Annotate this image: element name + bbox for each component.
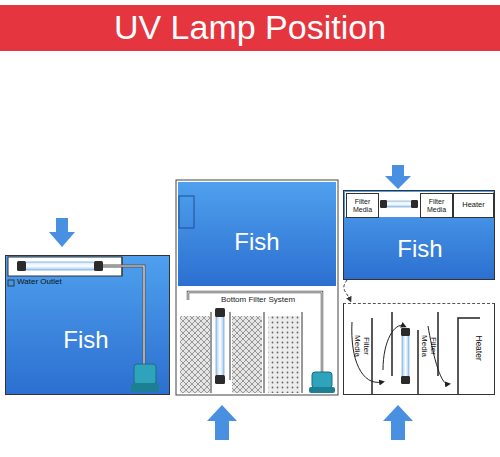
vertical-label: Filter Media [352, 331, 370, 361]
tank-label: Fish [234, 229, 279, 255]
tank: Fish [178, 182, 336, 286]
baffle [371, 318, 373, 395]
uv-lamp [216, 315, 224, 377]
position-arrow [385, 165, 411, 189]
filter-sponge [232, 316, 262, 393]
pipe [103, 266, 144, 366]
tank: Fish Filter Media Filter Media Heater [343, 190, 495, 280]
tank-label: Fish [63, 327, 108, 353]
uv-lamp [385, 201, 413, 207]
tank-water [178, 182, 336, 286]
flow-connector [344, 280, 351, 302]
sump: Filter Media Filter Media Heater [343, 303, 495, 395]
pump-base [309, 387, 335, 393]
position-arrow [207, 405, 237, 440]
filter-region: Bottom Filter System [178, 287, 336, 394]
divider [264, 312, 265, 393]
divider [302, 312, 303, 393]
tank-water [343, 190, 495, 280]
uv-lamp [24, 262, 96, 270]
water-outlet [8, 280, 14, 286]
compartment-label: Heater [455, 201, 492, 209]
pipe-core [103, 266, 144, 366]
flow-arrow [428, 326, 448, 384]
heater-compartment: Heater [453, 193, 494, 218]
flow-arrow [352, 322, 382, 382]
tank-water [5, 255, 170, 395]
lamp-cap [215, 375, 225, 384]
lamp-cap [411, 200, 418, 208]
overflow-box [179, 196, 194, 228]
media-compartment: Filter Media [346, 193, 379, 218]
media-compartment: Filter Media [420, 193, 453, 218]
top-filter-strip [345, 192, 493, 217]
baffle [391, 312, 393, 376]
lamp-cap [401, 328, 410, 336]
lamp-cap [380, 200, 387, 208]
filter-sponge [180, 316, 210, 393]
part-label: Water Outlet [17, 278, 62, 287]
uv-lamp [402, 334, 409, 378]
filter-media [268, 316, 300, 393]
flow-arrow [383, 325, 404, 370]
lamp-cap [401, 376, 410, 384]
compartment-label: Filter Media [348, 198, 377, 213]
divider [211, 312, 212, 393]
region-label: Bottom Filter System [219, 296, 297, 305]
tank: Fish [5, 255, 170, 395]
position-arrow [383, 405, 413, 440]
compartment-label: Filter Media [422, 198, 451, 213]
title: UV Lamp Position [114, 9, 386, 46]
pump [312, 372, 332, 388]
tank-label: Fish [397, 236, 442, 262]
lamp-cap [215, 308, 225, 317]
vertical-label: Filter Media [419, 331, 437, 361]
lamp-cap [94, 261, 103, 271]
divider [230, 312, 231, 380]
pump [134, 364, 156, 384]
cabinet-frame [176, 180, 338, 395]
pump-base [131, 383, 159, 392]
baffle [417, 330, 419, 395]
lamp-cap [17, 261, 26, 271]
position-arrow [49, 218, 75, 247]
title-bar [0, 5, 500, 51]
vertical-label: Heater [473, 335, 482, 361]
